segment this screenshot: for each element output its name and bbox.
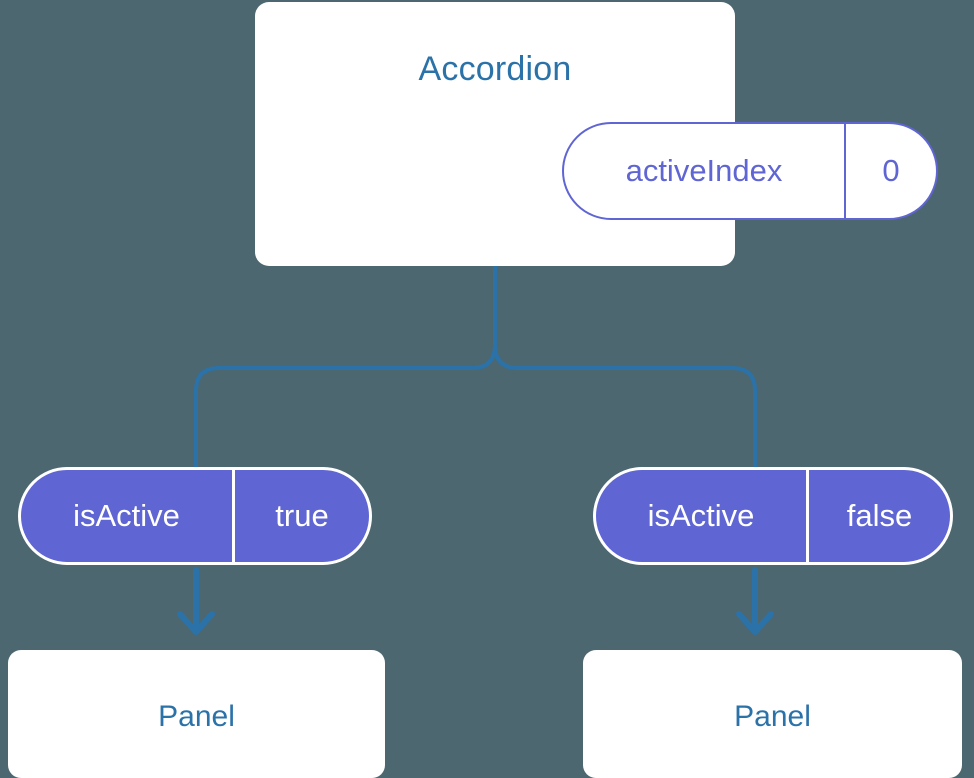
panel-left-title: Panel [158, 700, 235, 733]
connector-branch-bus [194, 343, 497, 468]
prop-pill-active-index[interactable]: activeIndex 0 [562, 122, 938, 220]
prop-pill-is-active-left[interactable]: isActive true [18, 467, 372, 565]
connector-branch-bus-right [493, 343, 757, 468]
prop-value-active-index: 0 [882, 153, 900, 188]
arrow-left-head [177, 611, 215, 635]
prop-key-is-active-left: isActive [21, 470, 235, 562]
component-card-panel-left[interactable]: Panel [8, 650, 385, 778]
component-card-panel-right[interactable]: Panel [583, 650, 962, 778]
component-card-accordion[interactable]: Accordion activeIndex 0 [255, 2, 938, 266]
prop-pill-is-active-right[interactable]: isActive false [593, 467, 953, 565]
prop-value-is-active-right: false [846, 498, 913, 533]
panel-right-title: Panel [734, 700, 811, 733]
accordion-title: Accordion [418, 50, 572, 88]
prop-key-is-active-right: isActive [596, 470, 809, 562]
prop-key-active-index: activeIndex [564, 124, 846, 218]
arrow-right-head [736, 611, 774, 635]
prop-value-is-active-left: true [275, 498, 329, 533]
